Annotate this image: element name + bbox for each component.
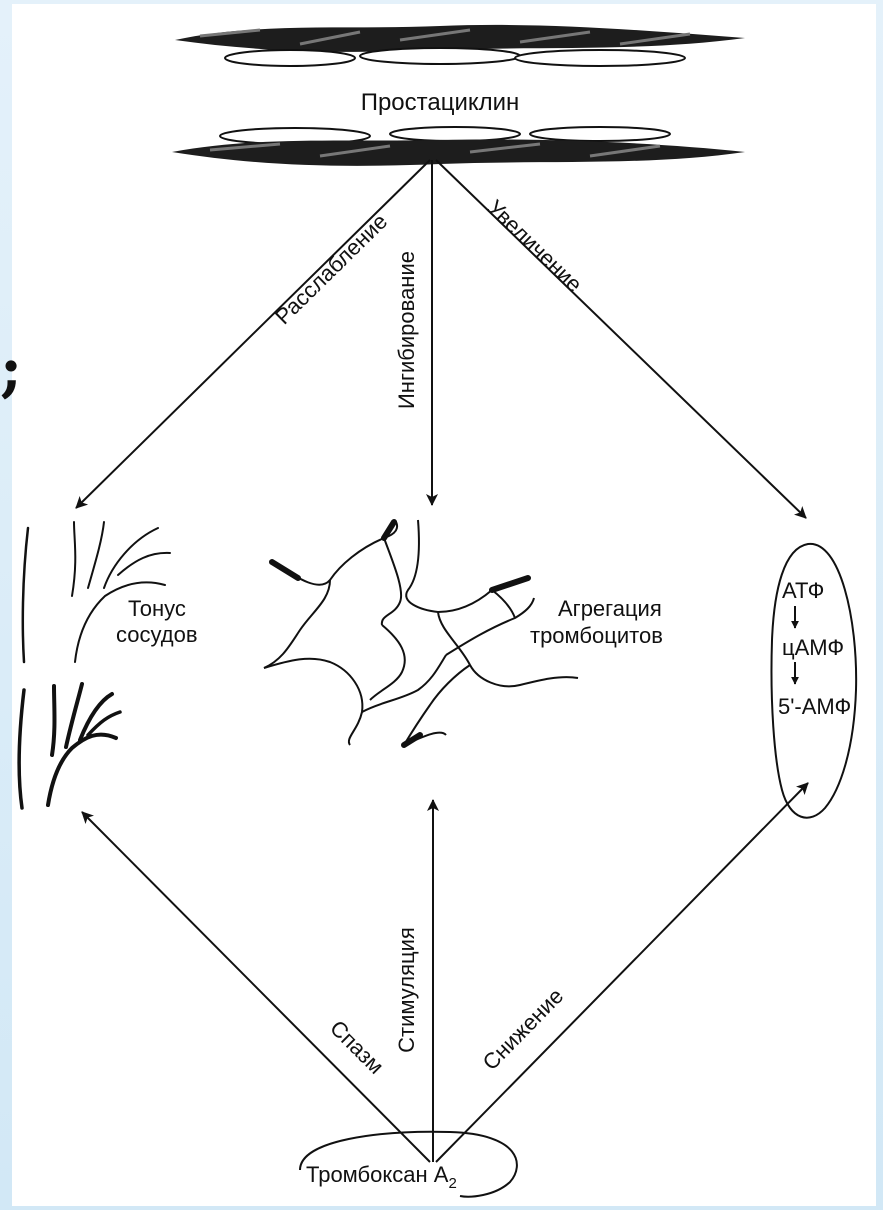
thromboxane-label-main: Тромбоксан A <box>306 1162 449 1187</box>
endothelium-bottom-band <box>172 127 745 166</box>
vessel-tone-label-line2: сосудов <box>116 622 198 647</box>
thromboxane-label: Тромбоксан A2 <box>306 1162 457 1192</box>
spasm-label: Спазм <box>325 1015 389 1079</box>
atp-label: АТФ <box>782 578 824 603</box>
vessel-tone-illustration <box>19 522 170 808</box>
platelet-pseudopods <box>272 522 528 745</box>
decrease-label: Снижение <box>478 983 569 1075</box>
inhibition-label: Ингибирование <box>394 251 419 409</box>
aggregation-label-line2: тромбоцитов <box>530 623 663 648</box>
increase-label: Увеличение <box>482 195 587 297</box>
prostacyclin-label: Простациклин <box>361 89 520 116</box>
endothelium-top-band <box>175 25 745 66</box>
amp5-label: 5'-АМФ <box>778 694 851 719</box>
thromboxane-subscript: 2 <box>448 1175 456 1192</box>
relaxation-label: Расслабление <box>270 209 392 330</box>
stimulation-label: Стимуляция <box>394 927 419 1053</box>
spasm-arrow <box>82 812 430 1162</box>
vessel-tone-label-line1: Тонус <box>128 596 186 621</box>
camp-label: цАМФ <box>782 635 844 660</box>
aggregation-label-line1: Агрегация <box>558 596 662 621</box>
decrease-arrow <box>436 783 808 1162</box>
stray-semicolon: ; <box>0 335 22 405</box>
